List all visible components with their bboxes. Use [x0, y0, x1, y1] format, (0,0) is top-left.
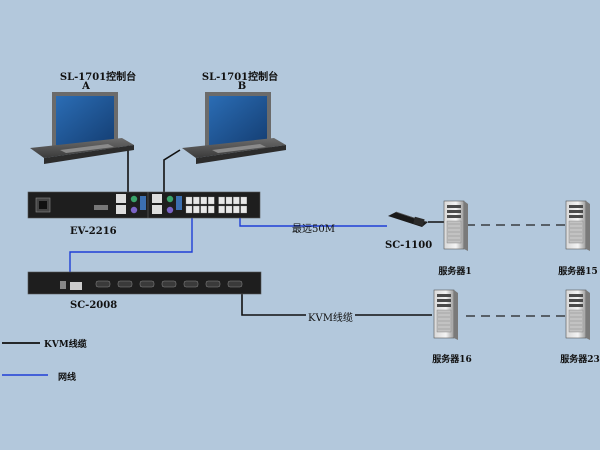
sc-2008-label: SC-2008: [70, 300, 118, 311]
server-23-label: 服务器23: [560, 355, 600, 365]
server-16-label: 服务器16: [432, 355, 472, 365]
console-b-kvm-cable: [163, 149, 181, 196]
legend-kvm-label: KVM线缆: [44, 340, 87, 350]
console-a-letter: A: [82, 81, 90, 92]
server-23: [565, 289, 590, 340]
cables: [2, 143, 568, 376]
sc-1100-label: SC-1100: [385, 240, 433, 251]
distance-label: 最远50M: [292, 224, 335, 235]
server-15-label: 服务器15: [558, 267, 598, 277]
kvm-cable-label: KVM线缆: [306, 309, 355, 324]
console-b-letter: B: [237, 81, 247, 92]
sc-1100-adapter: [388, 211, 428, 227]
ev-to-sc2008-net-cable: [69, 218, 193, 286]
console-a-title: SL-1701控制台: [59, 72, 137, 83]
server-1-label: 服务器1: [438, 267, 472, 277]
ev-to-sc1100-net-cable: [239, 218, 387, 227]
server-15: [565, 200, 590, 251]
sc2008-to-server16-kvm-cable: [241, 293, 432, 316]
sc-2008-device: [27, 271, 262, 295]
console-a: [30, 92, 134, 164]
server-16: [433, 289, 458, 340]
console-b-title: SL-1701控制台: [201, 72, 279, 83]
server-1: [443, 200, 468, 251]
console-b: [182, 92, 286, 164]
ev-2216-label: EV-2216: [70, 226, 117, 237]
legend-net-label: 网线: [58, 373, 77, 383]
ev-2216-device: [27, 191, 261, 219]
